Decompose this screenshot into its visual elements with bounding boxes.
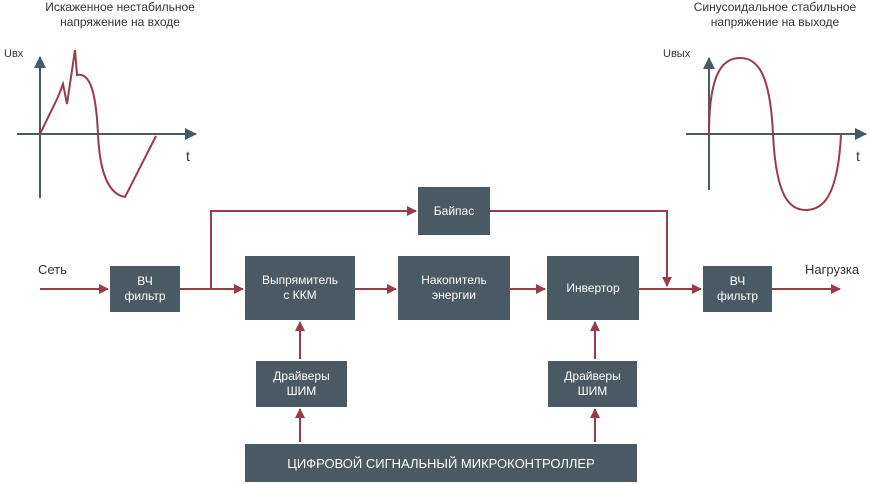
dsp-microcontroller-block: ЦИФРОВОЙ СИГНАЛЬНЫЙ МИКРОКОНТРОЛЛЕР	[245, 444, 637, 482]
bypass-label: Байпас	[433, 203, 475, 218]
bypass-block: Байпас	[418, 187, 490, 235]
input-x-axis-label: t	[186, 148, 190, 164]
arrow-bypass-to-output	[490, 210, 672, 287]
hf-filter-input-label: ВЧ фильтр	[124, 274, 166, 303]
output-y-axis-label: Uвых	[663, 48, 691, 60]
input-axes	[17, 56, 197, 198]
energy-storage-label: Накопитель энергии	[421, 273, 487, 302]
dsp-microcontroller-label: ЦИФРОВОЙ СИГНАЛЬНЫЙ МИКРОКОНТРОЛЛЕР	[287, 455, 595, 471]
inverter-label: Инвертор	[566, 280, 620, 295]
output-sine-waveform	[708, 56, 842, 212]
arrow-to-bypass	[210, 206, 417, 289]
hf-filter-input-block: ВЧ фильтр	[110, 266, 180, 312]
energy-storage-block: Накопитель энергии	[398, 256, 510, 320]
pwm-drivers-left-label: Драйверы ШИМ	[273, 369, 330, 398]
output-voltage-caption: Синусоидальное стабильное напряжение на …	[693, 0, 857, 29]
load-label: Нагрузка	[805, 262, 860, 277]
input-voltage-caption: Искаженное нестабильное напряжение на вх…	[45, 0, 195, 29]
rectifier-pfc-label: Выпрямитель с ККМ	[261, 273, 338, 302]
pwm-drivers-right-label: Драйверы ШИМ	[564, 369, 621, 398]
pwm-drivers-left-block: Драйверы ШИМ	[256, 361, 347, 407]
network-label: Сеть	[38, 262, 67, 277]
hf-filter-output-block: ВЧ фильтр	[703, 266, 772, 312]
pwm-drivers-right-block: Драйверы ШИМ	[548, 361, 637, 407]
output-x-axis-label: t	[856, 148, 860, 164]
rectifier-pfc-block: Выпрямитель с ККМ	[245, 256, 355, 320]
inverter-block: Инвертор	[547, 256, 639, 320]
input-distorted-waveform	[39, 49, 157, 199]
hf-filter-output-label: ВЧ фильтр	[716, 274, 759, 303]
input-y-axis-label: Uвх	[4, 48, 24, 60]
